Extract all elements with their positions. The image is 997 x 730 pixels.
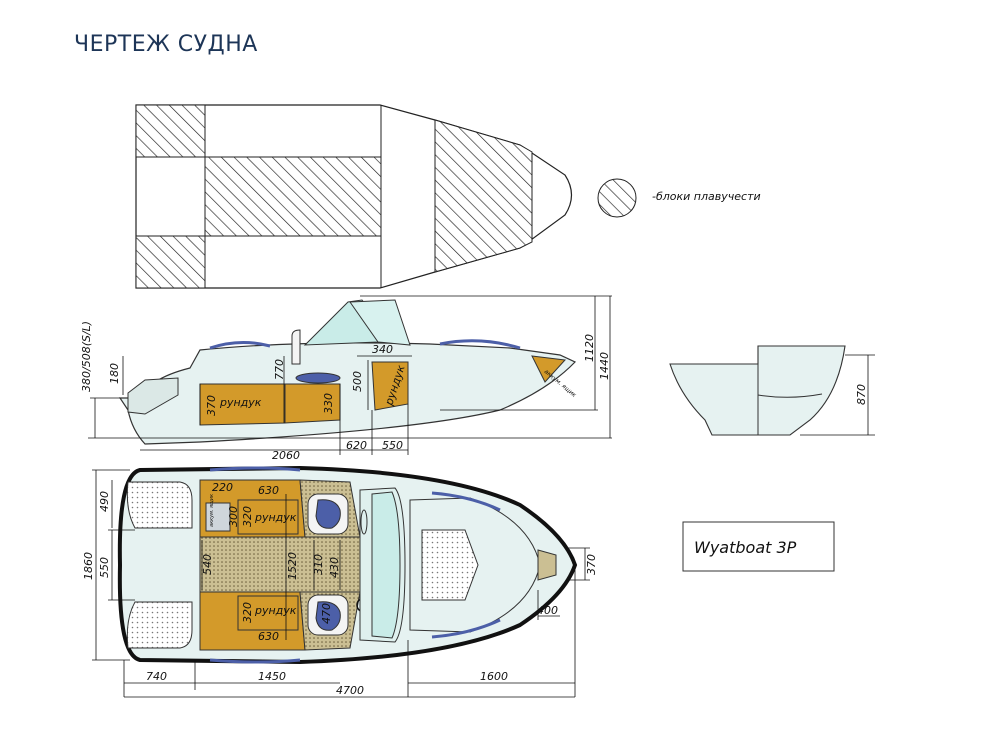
top-chest-bottom-label: рундук [254, 604, 297, 617]
dim-500: 500 [351, 371, 364, 392]
dim-870: 870 [855, 384, 868, 405]
dim-320-top: 320 [241, 506, 254, 527]
dim-1520: 1520 [286, 552, 299, 580]
dim-630-top: 630 [258, 484, 279, 497]
dim-770: 770 [273, 359, 286, 380]
model-name: Wyatboat 3P [694, 538, 797, 557]
legend: -блоки плавучести [597, 178, 761, 218]
dim-340: 340 [372, 343, 393, 356]
dim-740: 740 [146, 670, 167, 683]
dim-330: 330 [322, 393, 335, 414]
dim-490: 490 [98, 491, 111, 512]
dim-400: 400 [537, 604, 558, 617]
dim-2060: 2060 [272, 449, 300, 462]
dim-1600: 1600 [480, 670, 508, 683]
dim-370-side: 370 [205, 395, 218, 416]
dim-1450: 1450 [258, 670, 286, 683]
side-chest-a-label: рундук [219, 396, 262, 409]
dim-310: 310 [312, 554, 325, 575]
dim-620: 620 [346, 439, 367, 452]
dim-180: 180 [108, 363, 121, 384]
legend-swatch [597, 178, 637, 218]
dim-320-bottom: 320 [241, 602, 254, 623]
dim-1860: 1860 [82, 552, 95, 580]
dim-370-top: 370 [585, 554, 598, 575]
dim-550-top: 550 [98, 557, 111, 578]
dim-550-side: 550 [382, 439, 403, 452]
top-battery-label: аккум. ящик [209, 494, 215, 527]
model-box: Wyatboat 3P [682, 521, 835, 572]
buoyancy-plan [135, 104, 573, 289]
transom-view: 870 [669, 345, 875, 436]
top-view: аккум. ящик рундук рундук [82, 465, 598, 698]
dim-470: 470 [320, 603, 333, 624]
dim-380-508: 380/508(S/L) [80, 321, 93, 392]
page-title: ЧЕРТЕЖ СУДНА [74, 32, 258, 57]
top-chest-top-label: рундук [254, 511, 297, 524]
side-view: рундук рундук аккум. ящик 380/508(S/L) [80, 295, 612, 462]
dim-430: 430 [328, 557, 341, 578]
dim-540: 540 [201, 554, 214, 575]
dim-1440: 1440 [598, 352, 611, 380]
dim-220: 220 [212, 481, 233, 494]
legend-label: -блоки плавучести [652, 190, 761, 203]
dim-1120: 1120 [583, 334, 596, 362]
dim-630-bottom: 630 [258, 630, 279, 643]
dim-4700: 4700 [336, 684, 364, 697]
dim-300: 300 [227, 506, 240, 527]
